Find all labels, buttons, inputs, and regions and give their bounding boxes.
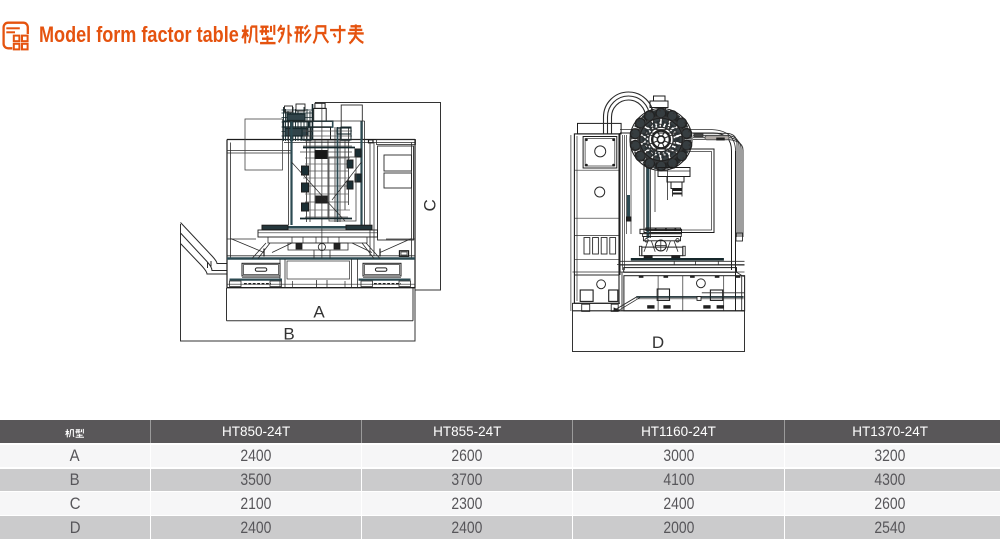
svg-text:A: A [313, 303, 325, 322]
svg-text:D: D [652, 333, 664, 352]
svg-text:B: B [283, 325, 294, 344]
svg-text:C: C [421, 199, 440, 211]
